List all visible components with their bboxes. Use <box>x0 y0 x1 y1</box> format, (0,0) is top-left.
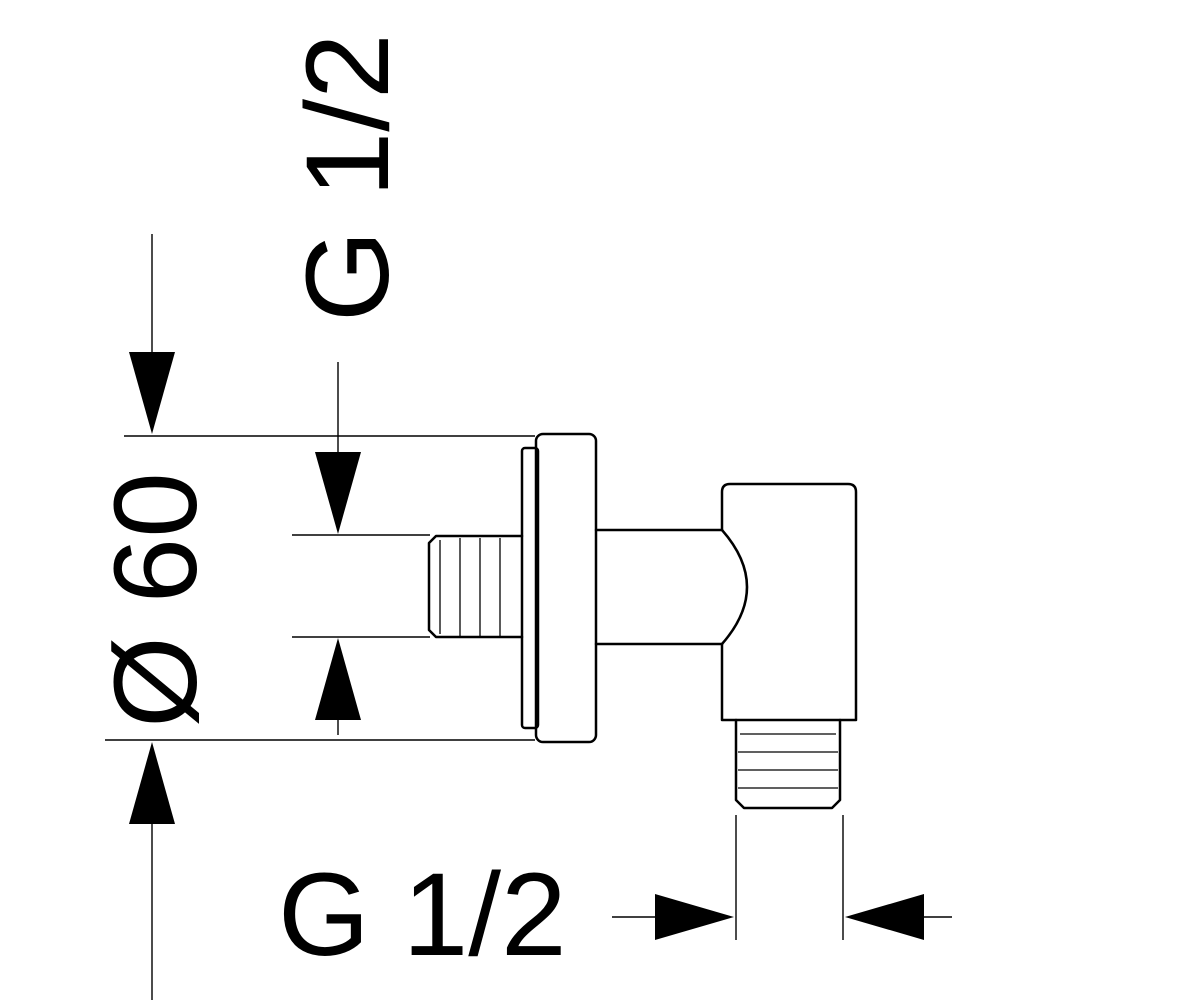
outlet-thread-label: G 1/2 <box>278 849 567 981</box>
inlet-nipple-outline <box>427 534 524 639</box>
elbow-joint-arc <box>720 528 749 646</box>
inlet-nipple <box>427 534 524 639</box>
outlet-thread-dimension: G 1/2 <box>278 815 952 981</box>
elbow-outline <box>720 482 858 722</box>
diameter-arrow-top <box>129 352 175 434</box>
elbow-body <box>720 482 858 722</box>
outlet-nipple <box>734 718 842 810</box>
outlet-arrow-left <box>655 894 734 940</box>
flange-plate <box>520 446 540 730</box>
outlet-nipple-outline <box>734 718 842 810</box>
diameter-label: Ø 60 <box>90 472 222 728</box>
inlet-thread-label: G 1/2 <box>282 33 414 322</box>
wall-flange <box>520 432 598 744</box>
inlet-arrow-top <box>315 452 361 534</box>
outlet-arrow-right <box>845 894 924 940</box>
inlet-arrow-bottom <box>315 638 361 720</box>
inlet-thread-dimension: G 1/2 <box>282 33 430 735</box>
flange-rosette <box>534 432 598 744</box>
connecting-pipe <box>594 528 724 646</box>
diameter-dimension: Ø 60 <box>90 234 535 1000</box>
diameter-arrow-bottom <box>129 742 175 824</box>
